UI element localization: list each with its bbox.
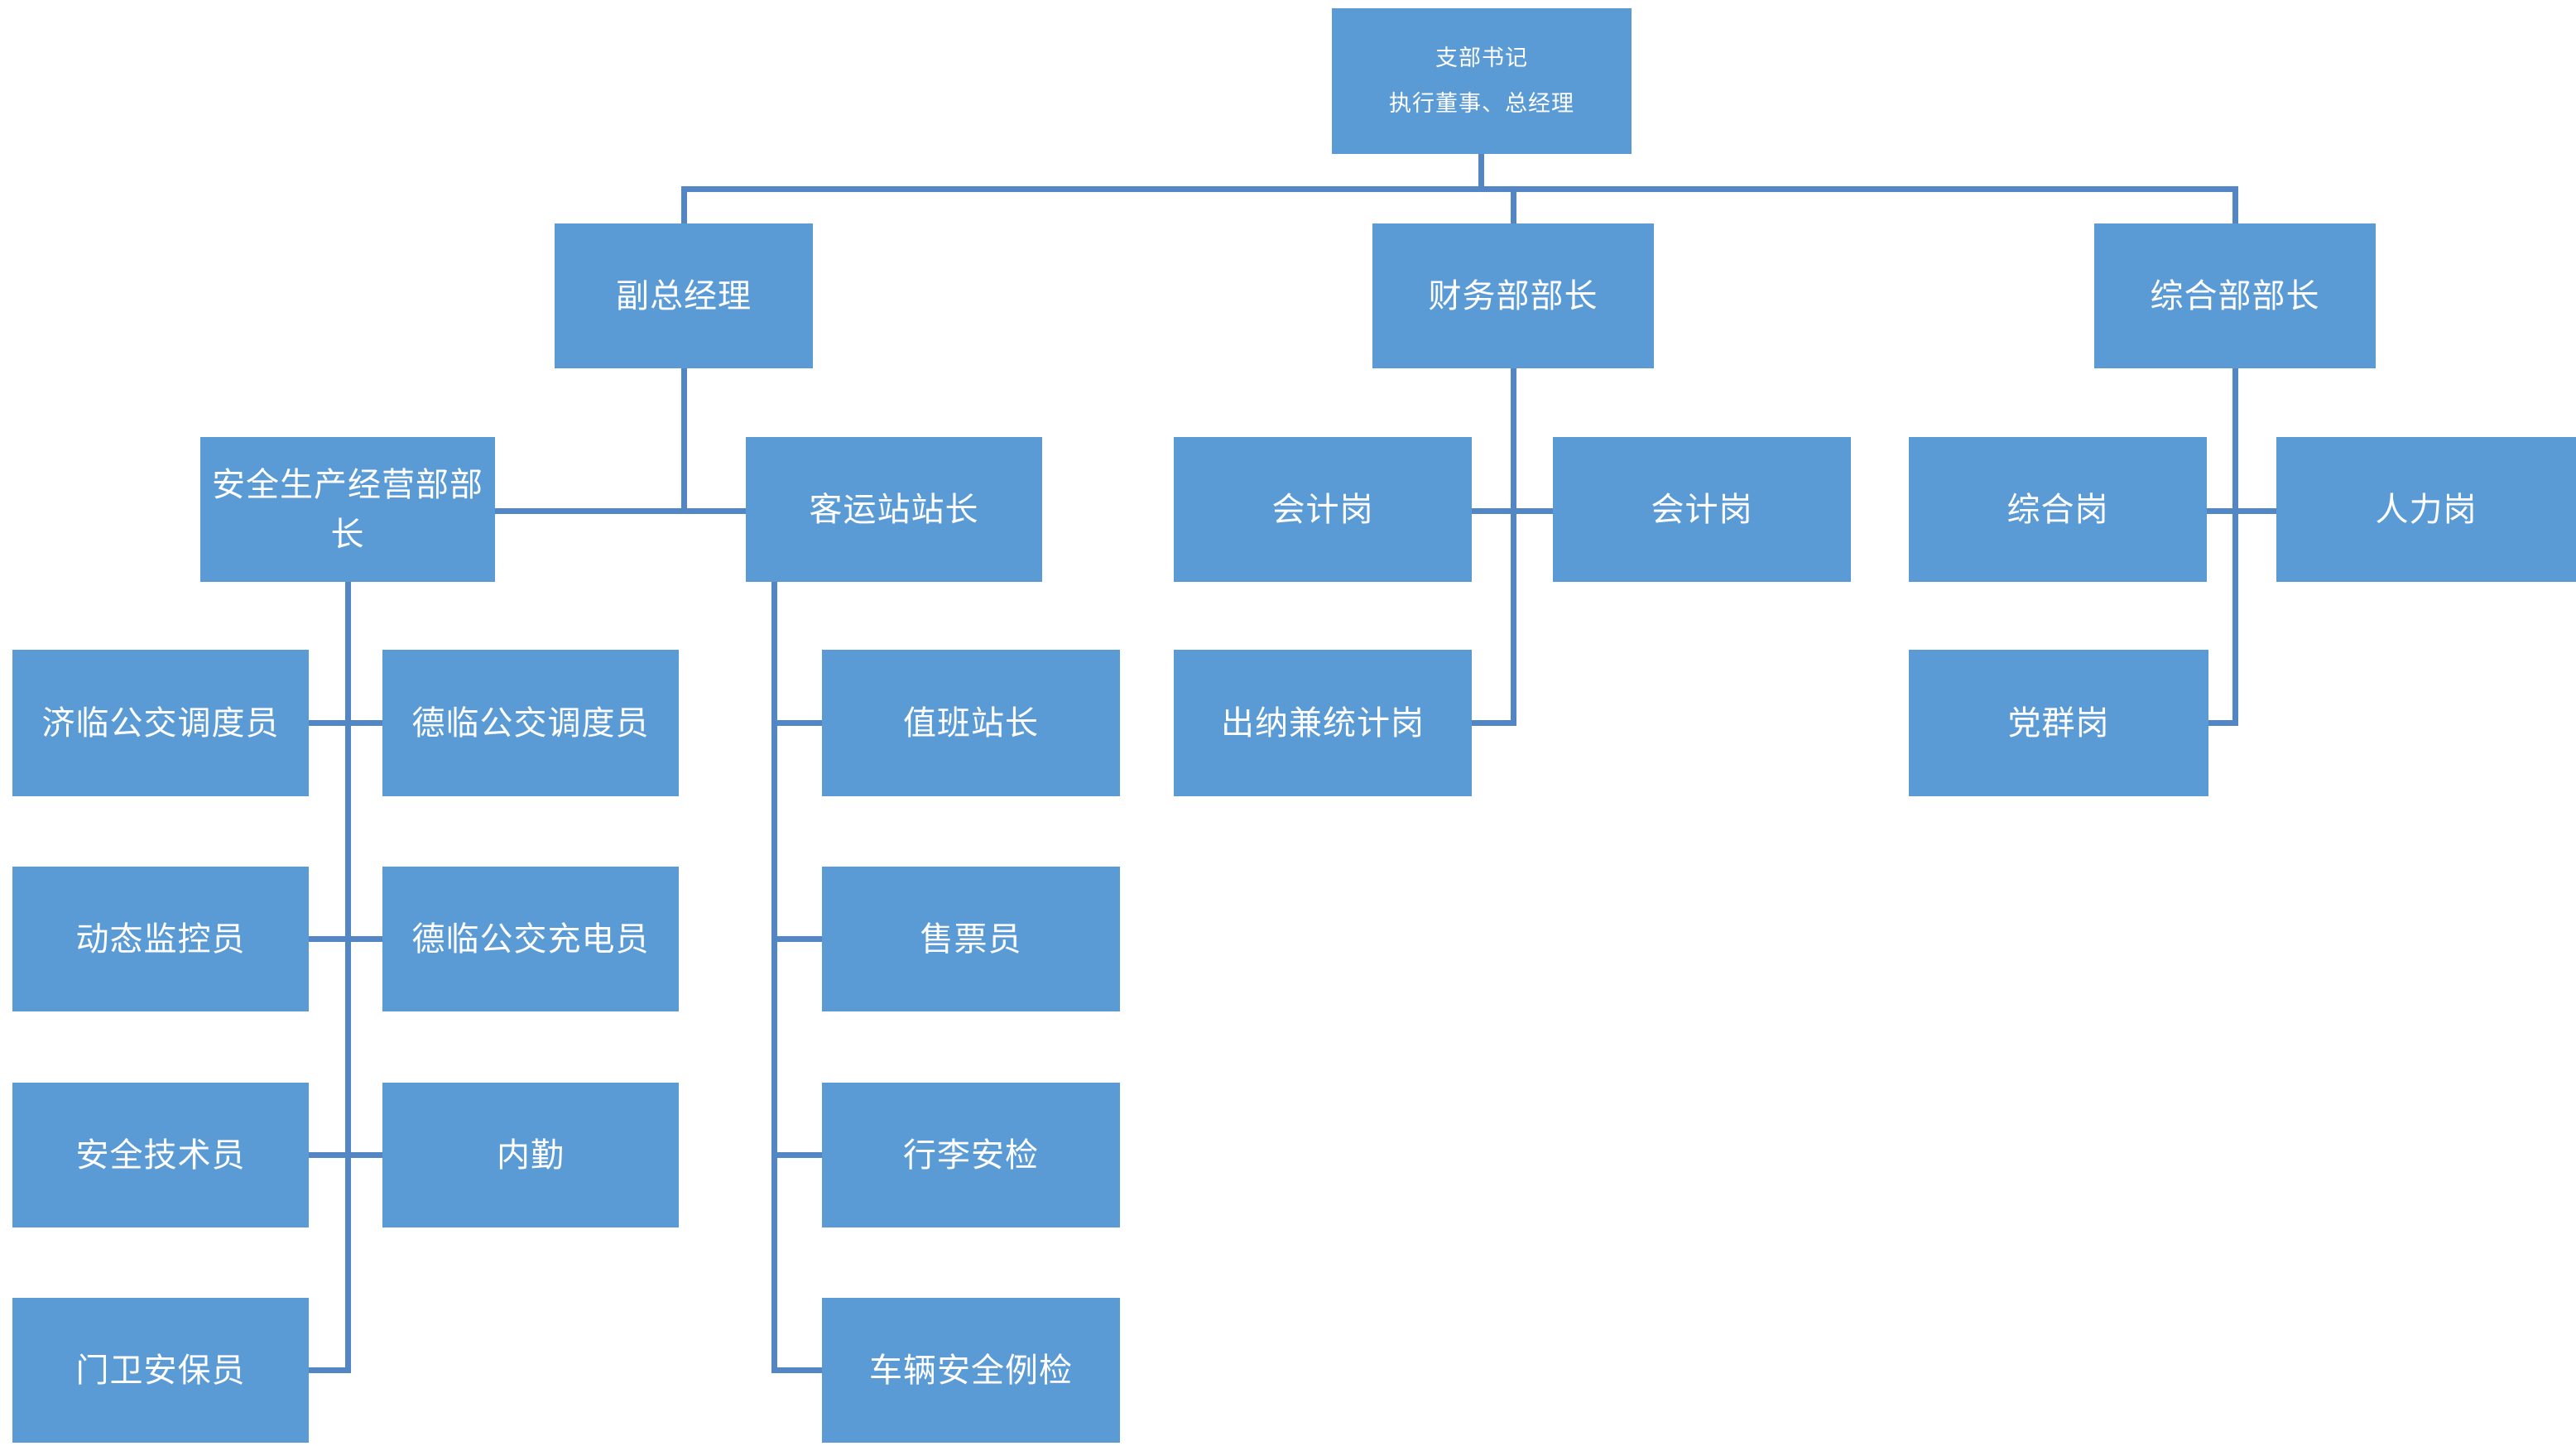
org-node-label: 财务部部长 (1428, 277, 1598, 315)
org-node-sublabel: 执行董事、总经理 (1389, 91, 1574, 116)
org-node-hr-post: 人力岗 (2276, 437, 2576, 582)
org-node-accounting-post-2: 会计岗 (1553, 437, 1851, 582)
connector-line (1472, 508, 1553, 514)
org-node-label: 德临公交充电员 (411, 920, 650, 958)
connector-line (2232, 189, 2238, 225)
org-node-cashier-statistics-post: 出纳兼统计岗 (1174, 650, 1472, 796)
org-node-label: 支部书记 (1435, 45, 1528, 70)
connector-line (771, 936, 822, 942)
org-node-general-dept-head: 综合部部长 (2094, 223, 2376, 368)
org-node-label: 出纳兼统计岗 (1221, 704, 1425, 742)
org-node-finance-dept-head: 财务部部长 (1372, 223, 1654, 368)
org-node-jilin-bus-dispatcher: 济临公交调度员 (12, 650, 309, 796)
org-node-ticket-seller: 售票员 (822, 867, 1120, 1011)
org-node-deputy-general-manager: 副总经理 (555, 223, 813, 368)
connector-line (309, 1152, 382, 1158)
org-node-accounting-post-1: 会计岗 (1174, 437, 1472, 582)
org-node-label: 门卫安保员 (75, 1352, 246, 1389)
connector-line (681, 186, 2238, 192)
connector-line (1478, 154, 1484, 191)
connector-line (309, 1367, 351, 1373)
org-node-branch-secretary-gm: 支部书记 执行董事、总经理 (1332, 8, 1632, 154)
connector-line (771, 1152, 822, 1158)
org-node-label: 安全技术员 (75, 1136, 246, 1174)
org-node-party-affairs-post: 党群岗 (1909, 650, 2208, 796)
org-node-delin-bus-charger: 德临公交充电员 (382, 867, 679, 1011)
org-node-label: 值班站长 (903, 704, 1039, 742)
connector-line (771, 1367, 822, 1373)
org-node-passenger-station-head: 客运站站长 (746, 437, 1042, 582)
org-node-label: 综合部部长 (2150, 277, 2320, 315)
org-node-safety-technician: 安全技术员 (12, 1083, 309, 1227)
org-node-dynamic-monitor: 动态监控员 (12, 867, 309, 1011)
org-node-label: 车辆安全例检 (869, 1352, 1073, 1389)
connector-line (1511, 368, 1516, 726)
org-node-label: 动态监控员 (75, 920, 246, 958)
connector-line (681, 368, 687, 514)
connector-line (771, 582, 777, 1373)
org-node-label: 会计岗 (1271, 491, 1374, 528)
org-node-label: 济临公交调度员 (41, 704, 280, 742)
org-node-delin-bus-dispatcher: 德临公交调度员 (382, 650, 679, 796)
org-node-label: 党群岗 (2007, 704, 2110, 742)
org-node-label: 安全生产经营部部长 (212, 466, 483, 553)
org-node-label: 会计岗 (1651, 491, 1753, 528)
org-node-duty-station-head: 值班站长 (822, 650, 1120, 796)
connector-line (1511, 189, 1516, 225)
connector-line (345, 582, 351, 1373)
connector-line (2232, 368, 2238, 726)
org-node-gate-guard: 门卫安保员 (12, 1298, 309, 1443)
org-node-office-clerk: 内勤 (382, 1083, 679, 1227)
connector-line (309, 720, 382, 726)
org-node-label: 副总经理 (616, 277, 752, 315)
org-node-label: 德临公交调度员 (411, 704, 650, 742)
org-node-label: 客运站站长 (809, 491, 979, 528)
connector-line (1472, 720, 1516, 726)
connector-line (495, 508, 746, 514)
connector-line (771, 720, 822, 726)
connector-line (681, 189, 687, 225)
org-node-safety-production-dept-head: 安全生产经营部部长 (200, 437, 495, 582)
org-node-label: 人力岗 (2375, 491, 2477, 528)
org-node-label: 售票员 (920, 920, 1022, 958)
org-node-label: 行李安检 (903, 1136, 1039, 1174)
connector-line (2207, 508, 2276, 514)
org-node-label: 综合岗 (2006, 491, 2109, 528)
org-node-general-affairs-post: 综合岗 (1909, 437, 2207, 582)
connector-line (309, 936, 382, 942)
org-node-label: 内勤 (497, 1136, 565, 1174)
connector-line (2207, 720, 2238, 726)
org-node-vehicle-safety-inspection: 车辆安全例检 (822, 1298, 1120, 1443)
org-node-luggage-security-check: 行李安检 (822, 1083, 1120, 1227)
